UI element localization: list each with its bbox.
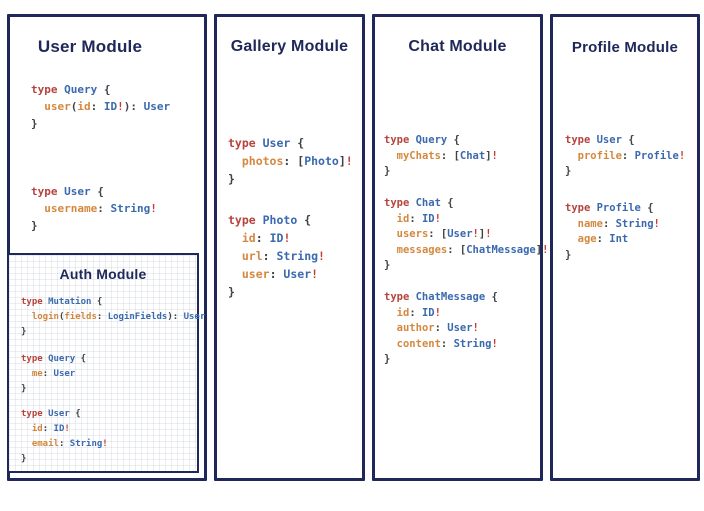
- module-card-gallery: Gallery Module type User { photos: [Phot…: [214, 14, 365, 481]
- module-title: Chat Module: [408, 38, 507, 55]
- graphql-code-block: type Profile { name: String! age: Int}: [565, 202, 660, 261]
- module-title: User Module: [37, 37, 143, 56]
- graphql-code-block: type Query { user(id: ID!): User}: [31, 83, 171, 130]
- graphql-code-block: type ChatMessage { id: ID! author: User!…: [384, 291, 498, 365]
- module-card-chat: Chat Module type Query { myChats: [Chat]…: [372, 14, 548, 481]
- graphql-code-block: type Photo { id: ID! url: String! user: …: [228, 213, 325, 299]
- module-title: Auth Module: [59, 266, 147, 282]
- graphql-code-block: type Query { me: User}: [21, 354, 87, 394]
- graphql-code-block: type User { id: ID! email: String!}: [21, 409, 108, 464]
- module-card-auth: Auth Module type Mutation { login(fields…: [7, 253, 205, 473]
- graphql-code-block: type Mutation { login(fields: LoginField…: [21, 297, 206, 337]
- graphql-code-block: type Query { myChats: [Chat]!}: [384, 134, 498, 177]
- graphql-code-block: type User { profile: Profile!}: [565, 134, 686, 177]
- module-card-user: User Module type Query { user(id: ID!): …: [7, 14, 207, 481]
- graphql-code-block: type User { username: String!}: [31, 185, 157, 232]
- graphql-code-block: type User { photos: [Photo]!}: [228, 136, 353, 186]
- module-title: Gallery Module: [230, 38, 349, 55]
- module-title: Profile Module: [571, 39, 679, 56]
- module-card-profile: Profile Module type User { profile: Prof…: [550, 14, 700, 481]
- graphql-code-block: type Chat { id: ID! users: [User!]! mess…: [384, 197, 549, 271]
